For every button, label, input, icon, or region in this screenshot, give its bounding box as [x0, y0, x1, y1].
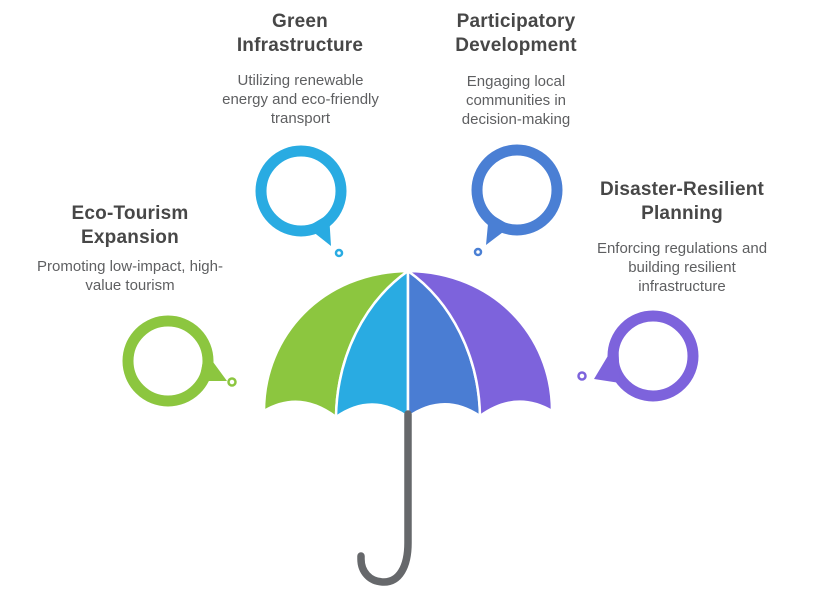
bubble-tail: [307, 214, 331, 246]
bubble-ring: [255, 145, 347, 237]
section-desc-disaster-resilient-planning: Enforcing regulations and building resil…: [596, 240, 768, 295]
umbrella-handle: [357, 410, 412, 586]
speech-bubble-icon-participatory-development: [471, 144, 563, 257]
speech-bubble-icon-eco-tourism: [122, 315, 237, 407]
bubble-tail: [594, 339, 620, 383]
bubble-tail: [486, 213, 511, 245]
section-desc-participatory-development: Engaging local communities in decision-m…: [461, 73, 571, 128]
section-desc-eco-tourism-expansion: Promoting low-impact, high-value tourism: [37, 258, 223, 294]
section-title-disaster-resilient-planning: Disaster-Resilient Planning: [599, 179, 765, 224]
section-title-eco-tourism-expansion: Eco-Tourism Expansion: [71, 203, 189, 248]
bubble-ring: [122, 315, 214, 407]
section-title-participatory-development: Participatory Development: [455, 11, 577, 56]
bubble-dot: [227, 377, 237, 387]
bubble-dot: [334, 248, 344, 258]
umbrella-panel-cyan: [334, 269, 410, 419]
section-title-green-infrastructure: Green Infrastructure: [236, 11, 364, 56]
bubble-tail: [199, 351, 227, 381]
umbrella-panel-purple: [406, 269, 554, 418]
bubble-dot: [473, 247, 483, 257]
umbrella-canopy: [262, 269, 554, 419]
bubble-ring: [607, 310, 699, 402]
bubble-dot: [577, 371, 587, 381]
speech-bubble-icon-green-infrastructure: [255, 145, 347, 258]
bubble-ring: [471, 144, 563, 236]
speech-bubble-icon-disaster-resilient: [577, 310, 699, 402]
section-desc-green-infrastructure: Utilizing renewable energy and eco-frien…: [222, 72, 379, 127]
